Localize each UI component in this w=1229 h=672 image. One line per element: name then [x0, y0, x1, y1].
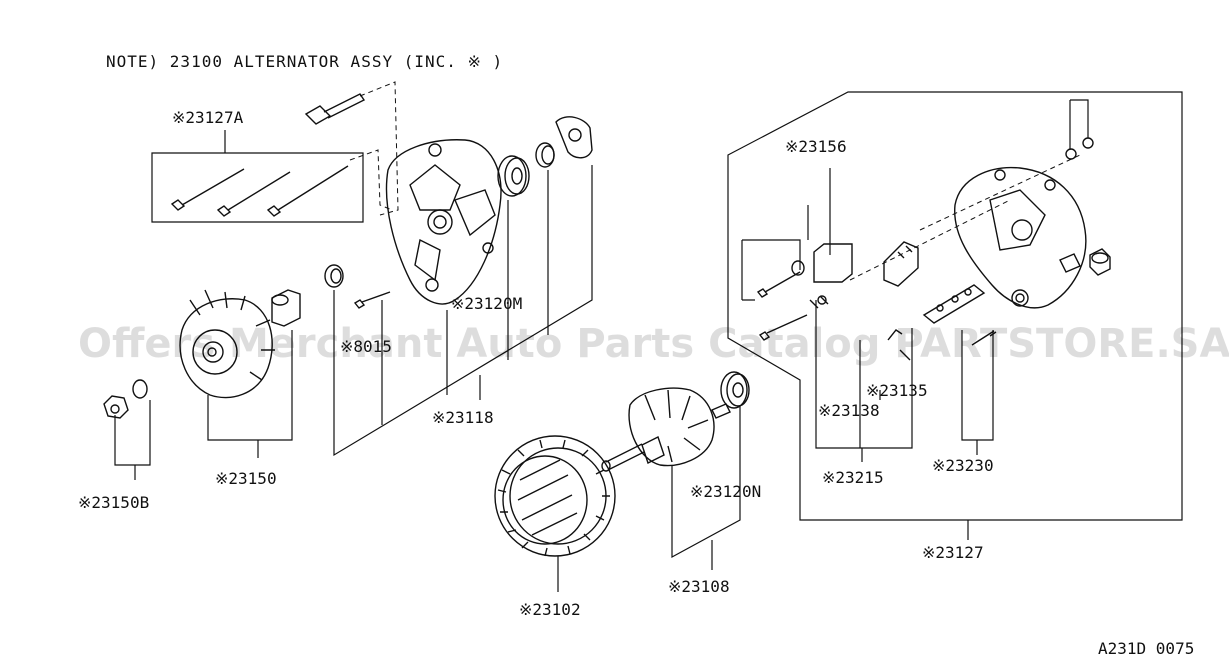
watermark-text: Offers Merchant Auto Parts Catalog PARTS… — [78, 321, 1229, 367]
lock-washer-part — [132, 379, 148, 399]
retainer-ring-part — [535, 142, 555, 168]
leader-lines-right — [741, 168, 994, 462]
front-bearing-part — [497, 155, 530, 197]
spacer-part — [324, 264, 344, 288]
pulley-nut-part — [103, 395, 129, 419]
label-23135: ※23135 — [866, 381, 928, 400]
label-23127A: ※23127A — [172, 108, 244, 127]
rear-cap-part — [1089, 248, 1111, 276]
terminal-nuts-part — [1065, 99, 1094, 160]
label-23118: ※23118 — [432, 408, 494, 427]
rear-bearing-part — [720, 371, 750, 409]
label-23156: ※23156 — [785, 137, 847, 156]
label-23120M: ※23120M — [451, 294, 522, 313]
diagram-code: A231D 0075 — [1098, 639, 1194, 658]
regulator-part — [756, 243, 853, 341]
bearing-plate-part — [555, 116, 593, 159]
label-23108: ※23108 — [668, 577, 730, 596]
label-23150B: ※23150B — [78, 493, 149, 512]
stator-part — [494, 435, 616, 557]
leader-lines-left — [114, 165, 593, 480]
rear-assy-outline — [727, 91, 1183, 521]
terminal-bolt-part — [887, 329, 911, 361]
pulley-spacer-part — [271, 289, 301, 327]
diode-assy-part — [922, 284, 997, 346]
label-23102: ※23102 — [519, 600, 581, 619]
screw-part — [353, 291, 391, 309]
label-23127: ※23127 — [922, 543, 984, 562]
label-23138: ※23138 — [818, 401, 880, 420]
label-23230: ※23230 — [932, 456, 994, 475]
through-bolts-set — [151, 130, 393, 223]
fan-part — [179, 289, 275, 399]
rotor-leader — [671, 405, 741, 570]
rear-housing-part — [954, 166, 1087, 309]
assembly-note: NOTE) 23100 ALTERNATOR ASSY (INC. ※ ) — [106, 52, 503, 71]
brush-holder-part — [883, 241, 919, 287]
label-23215: ※23215 — [822, 468, 884, 487]
label-23120N: ※23120N — [690, 482, 761, 501]
rotor-part — [601, 387, 731, 472]
label-23150: ※23150 — [215, 469, 277, 488]
assembly-axis — [849, 154, 1081, 281]
front-housing-part — [385, 139, 502, 305]
bolt-part — [304, 81, 399, 216]
label-8015: ※8015 — [340, 337, 392, 356]
